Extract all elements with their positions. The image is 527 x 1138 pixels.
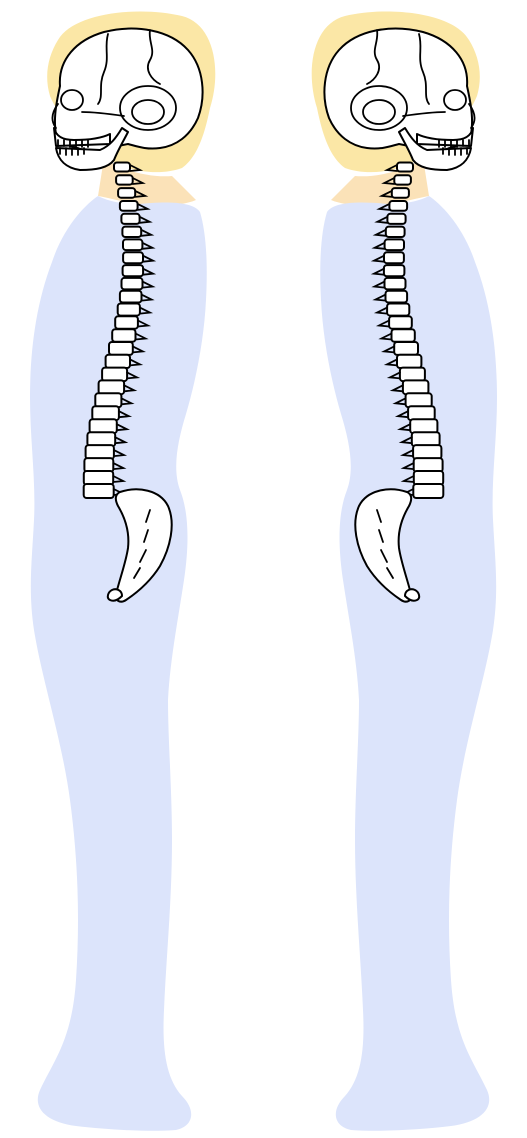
- figure-left: [30, 11, 215, 1130]
- figure-right-drawing: [312, 11, 497, 1130]
- figure-left-drawing: [30, 11, 215, 1130]
- figure-right: [312, 11, 497, 1130]
